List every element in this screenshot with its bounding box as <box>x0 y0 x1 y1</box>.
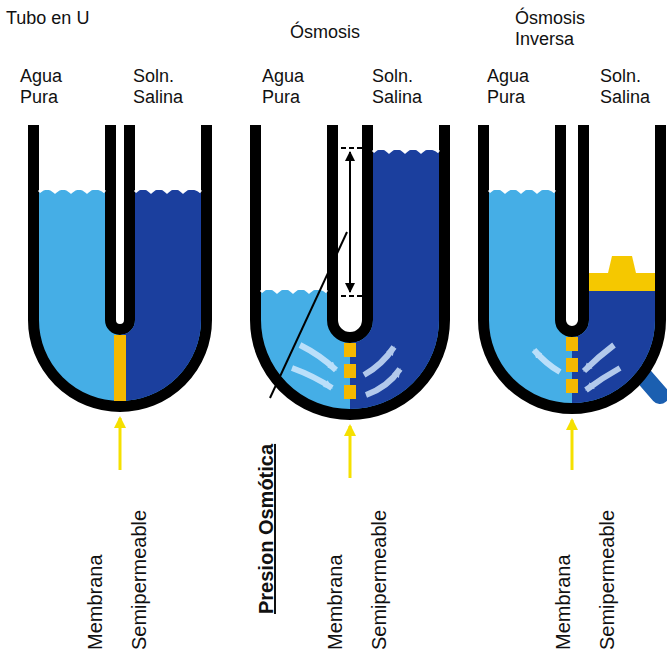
u-tube <box>39 100 201 470</box>
membrane-label: Semipermeable <box>128 510 150 650</box>
membrane-label: Semipermeable <box>368 510 390 650</box>
u-tube <box>261 100 439 478</box>
tube-title: Ósmosis <box>290 22 400 43</box>
membrane-label: Membrana <box>552 554 574 650</box>
pressure-label: Presion Osmótica <box>255 444 277 614</box>
liquid-label: Soln. Salina <box>372 66 434 108</box>
membrane-label: Semipermeable <box>596 510 618 650</box>
u-tube <box>489 100 660 470</box>
membrane-label: Membrana <box>324 554 346 650</box>
membrane-label: Membrana <box>84 554 106 650</box>
liquid-label: Agua Pura <box>487 66 549 108</box>
liquid-label: Agua Pura <box>262 66 324 108</box>
tube-title: Ósmosis Inversa <box>515 8 615 50</box>
tube-title: Tubo en U <box>6 8 146 29</box>
liquid-label: Soln. Salina <box>133 66 195 108</box>
liquid-label: Agua Pura <box>20 66 82 108</box>
liquid-label: Soln. Salina <box>600 66 662 108</box>
